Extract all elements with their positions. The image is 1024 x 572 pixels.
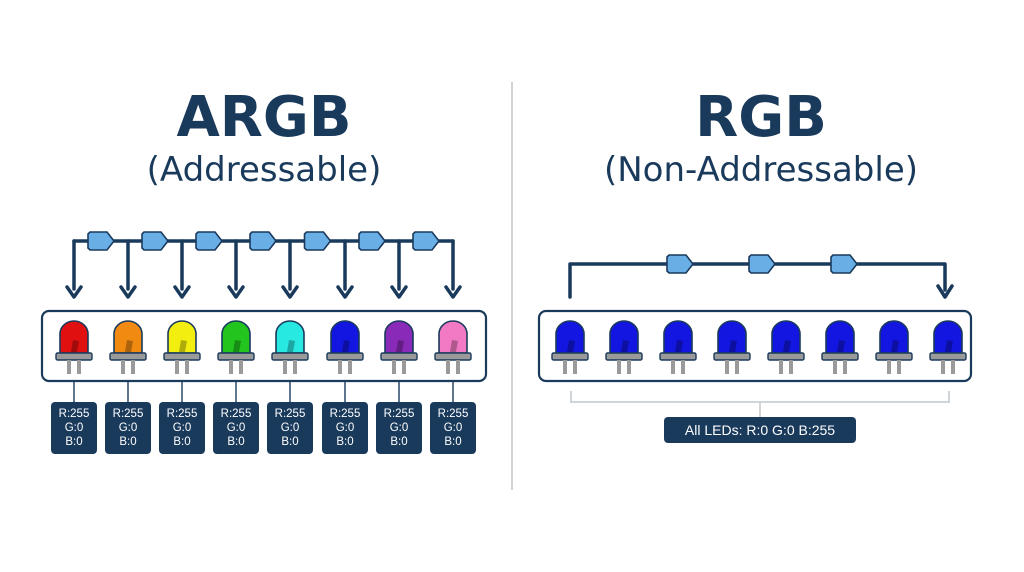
argb-value-r: R:255 [329,408,361,420]
argb-drop-arrow [444,239,462,299]
rgb-led [551,320,589,374]
rgb-bracket [570,391,950,417]
argb-value-g: G:0 [226,422,246,434]
argb-value-r: R:255 [166,408,198,420]
data-packet-icon [249,231,278,251]
argb-value-r: R:255 [383,408,415,420]
argb-subtitle: (Addressable) [146,150,382,190]
argb-value-g: G:0 [280,422,300,434]
argb-drop-arrow [65,239,83,299]
argb-value-r: R:255 [58,408,90,420]
section-divider [511,82,513,490]
argb-value-b: B:0 [119,436,137,448]
rgb-led [659,320,697,374]
argb-led [109,320,147,374]
argb-value-g: G:0 [389,422,409,434]
data-packet-icon [87,231,116,251]
argb-value-r: R:255 [437,408,469,420]
argb-led [326,320,364,374]
rgb-title: RGB [695,85,827,150]
argb-led [434,320,472,374]
argb-drop-arrow [281,239,299,299]
argb-value-b: B:0 [227,436,245,448]
argb-value-b: B:0 [173,436,191,448]
argb-drop-arrow [227,239,245,299]
rgb-led [821,320,859,374]
argb-value-b: B:0 [65,436,83,448]
data-packet-icon [748,254,777,274]
rgb-led [875,320,913,374]
argb-value-g: G:0 [118,422,138,434]
argb-led-strip-frame [40,309,488,383]
argb-value-r: R:255 [274,408,306,420]
rgb-led [713,320,751,374]
data-packet-icon [830,254,859,274]
data-packet-icon [141,231,170,251]
rgb-subtitle: (Non-Addressable) [603,150,919,190]
argb-drop-arrow [173,239,191,299]
rgb-diagram [537,254,973,417]
argb-value-g: G:0 [64,422,84,434]
argb-value-b: B:0 [444,436,462,448]
argb-led [55,320,93,374]
argb-drop-arrow [336,239,354,299]
argb-value-g: G:0 [335,422,355,434]
argb-value-b: B:0 [336,436,354,448]
argb-drop-arrow [119,239,137,299]
argb-value-r: R:255 [220,408,252,420]
argb-value-g: G:0 [443,422,463,434]
data-packet-icon [666,254,695,274]
data-packet-icon [358,231,387,251]
rgb-led-strip-frame [537,309,973,383]
argb-value-b: B:0 [281,436,299,448]
data-packet-icon [195,231,224,251]
all-leds-label: All LEDs: R:0 G:0 B:255 [664,417,856,443]
argb-value-b: B:0 [390,436,408,448]
rgb-led [929,320,967,374]
argb-led [163,320,201,374]
argb-led [271,320,309,374]
rgb-led [767,320,805,374]
argb-led [217,320,255,374]
argb-diagram [40,231,488,402]
argb-value-r: R:255 [112,408,144,420]
data-packet-icon [303,231,332,251]
argb-value-g: G:0 [172,422,192,434]
argb-led [380,320,418,374]
data-packet-icon [412,231,441,251]
argb-drop-arrow [390,239,408,299]
rgb-led [605,320,643,374]
argb-title: ARGB [176,85,352,150]
